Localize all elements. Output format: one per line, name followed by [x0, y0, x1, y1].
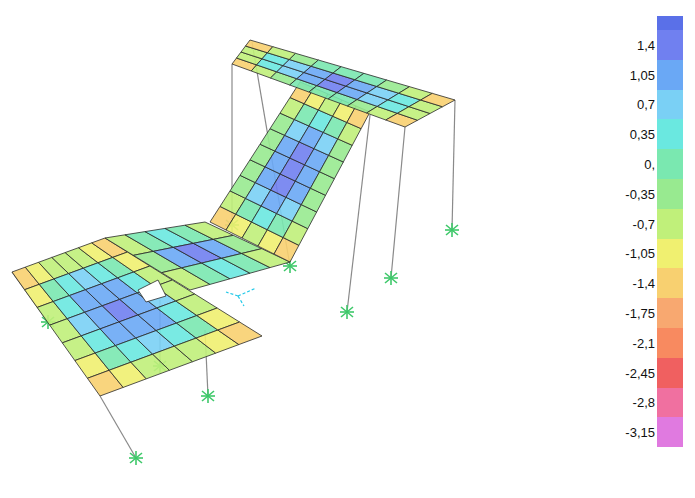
legend-entry: -1,4: [605, 268, 695, 298]
legend-entry: -1,75: [605, 298, 695, 328]
column-line: [100, 396, 136, 458]
supports: [41, 218, 459, 465]
legend-entry: -2,45: [605, 358, 695, 388]
colorbar-swatch: [657, 417, 683, 447]
legend-entry: -0,35: [605, 179, 695, 209]
colorbar-swatch: [657, 149, 683, 179]
legend-entry: 0,: [605, 149, 695, 179]
slab-panel: [105, 222, 290, 290]
support-stroke: [346, 305, 348, 319]
legend-entry: 1,4: [605, 30, 695, 60]
colorbar-top-band: [657, 16, 683, 30]
colorbar-swatch: [657, 209, 683, 239]
colorbar-value: -2,45: [625, 365, 655, 380]
colorbar-swatch: [657, 328, 683, 358]
colorbar-value: -1,4: [633, 276, 655, 291]
colorbar-value: -0,35: [625, 186, 655, 201]
column-line: [391, 127, 405, 278]
colorbar-value: -2,1: [633, 335, 655, 350]
slab-panel: [232, 40, 455, 127]
legend-entry: 1,05: [605, 60, 695, 90]
colorbar-value: -3,15: [625, 425, 655, 440]
colorbar-swatch: [657, 298, 683, 328]
colorbar-swatch: [657, 60, 683, 90]
support-stroke: [390, 271, 392, 285]
slab-panel: [12, 238, 262, 396]
support-stroke: [451, 223, 453, 237]
colorbar-value: 1,05: [630, 67, 655, 82]
colorbar-swatch: [657, 388, 683, 418]
support-symbol: [445, 223, 459, 237]
legend-entry: -2,8: [605, 388, 695, 418]
legend-entry: 0,35: [605, 119, 695, 149]
colorbar-value: 0,35: [630, 127, 655, 142]
colorbar-swatch: [657, 90, 683, 120]
legend-entry: 0,7: [605, 90, 695, 120]
column-line: [452, 100, 455, 230]
mesh-cell: [218, 322, 262, 345]
colorbar-value: -0,7: [633, 216, 655, 231]
columns: [12, 42, 455, 458]
colorbar-value: 0,: [644, 157, 655, 172]
legend-entry: -0,7: [605, 209, 695, 239]
colorbar-swatch: [657, 268, 683, 298]
legend-entry: -3,15: [605, 417, 695, 447]
slab-panel: [210, 82, 370, 262]
support-symbol: [384, 271, 398, 285]
mesh-cell: [421, 93, 455, 106]
support-stroke: [207, 389, 209, 403]
colorbar-swatch: [657, 239, 683, 269]
colorbar-value: 1,4: [637, 37, 655, 52]
support-symbol: [201, 389, 215, 403]
support-symbol: [129, 451, 143, 465]
support-symbol: [340, 305, 354, 319]
colorbar-swatch: [657, 119, 683, 149]
colorbar-swatch: [657, 30, 683, 60]
colorbar-value: -2,8: [633, 395, 655, 410]
support-stroke: [135, 451, 137, 465]
colorbar-value: 0,7: [637, 97, 655, 112]
local-axes: [226, 288, 256, 306]
axis-stroke: [238, 288, 256, 296]
axis-stroke: [226, 292, 238, 296]
legend-entry: -2,1: [605, 328, 695, 358]
colorbar-swatch: [657, 358, 683, 388]
colorbar-value: -1,05: [625, 246, 655, 261]
axis-stroke: [238, 296, 244, 306]
colorbar-swatch: [657, 179, 683, 209]
legend-entry: -1,05: [605, 239, 695, 269]
slab-opening: [138, 280, 166, 302]
colorbar-value: -1,75: [625, 306, 655, 321]
